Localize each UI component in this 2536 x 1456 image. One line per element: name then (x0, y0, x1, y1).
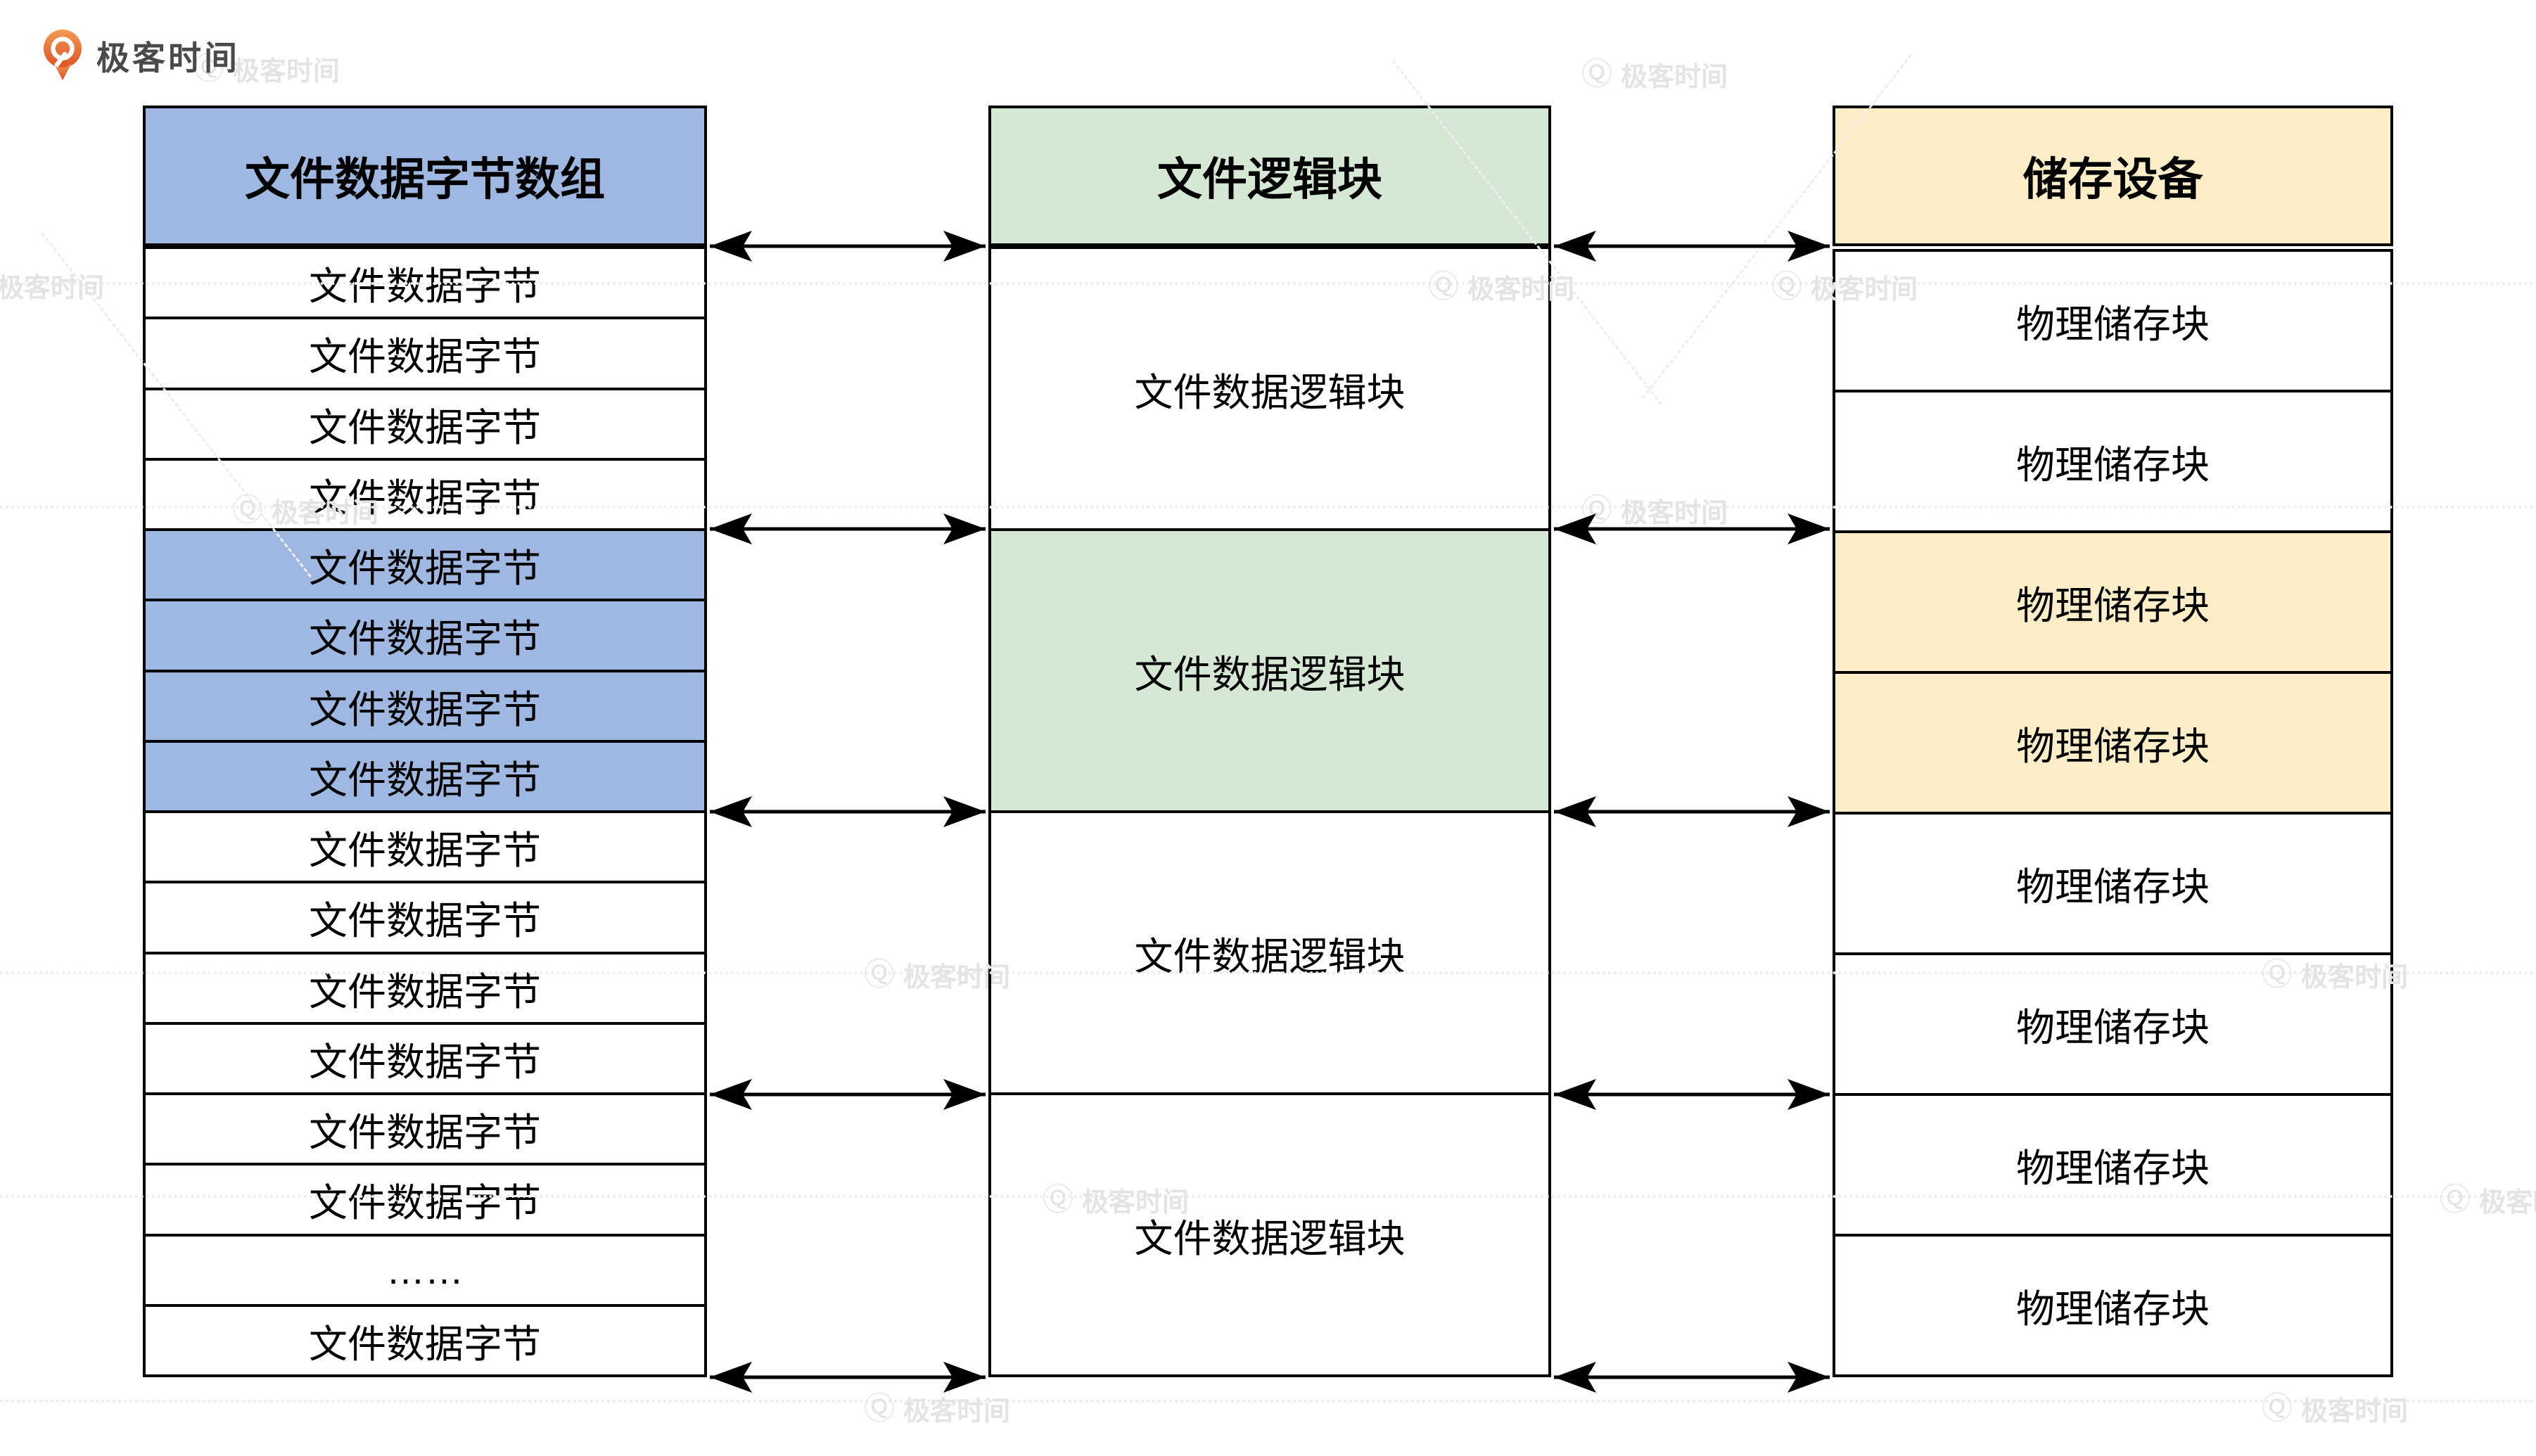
byte-row: 文件数据字节 (146, 951, 704, 1022)
byte-row: 文件数据字节 (146, 1163, 704, 1234)
storage-column-body: 物理储存块 物理储存块 物理储存块 物理储存块 物理储存块 物理储存块 物理储存… (1833, 249, 2393, 1377)
byte-array-column-header: 文件数据字节数组 (143, 106, 707, 246)
storage-column-header: 储存设备 (1833, 106, 2393, 246)
byte-row: 文件数据字节 (146, 317, 704, 388)
byte-row-ellipsis: …… (146, 1233, 704, 1304)
watermark-logo-icon: Ⓠ (1581, 492, 1612, 528)
watermark-logo-icon: Ⓠ (1771, 269, 1802, 304)
logical-block-column-body: 文件数据逻辑块 文件数据逻辑块 文件数据逻辑块 文件数据逻辑块 (988, 246, 1551, 1377)
byte-array-column-body: 文件数据字节 文件数据字节 文件数据字节 文件数据字节 文件数据字节 文件数据字… (143, 246, 707, 1377)
mapping-arrow-bytes-to-logical (710, 231, 986, 1393)
geektime-pin-icon (44, 30, 82, 80)
byte-row-highlighted: 文件数据字节 (146, 669, 704, 740)
byte-row: 文件数据字节 (146, 1021, 704, 1092)
geektime-logo: 极客时间 (40, 28, 240, 82)
physical-block: 物理储存块 (1835, 1093, 2390, 1234)
mapping-arrow-logical-to-storage (1554, 231, 1830, 1393)
watermark-logo-icon: Ⓠ (864, 957, 895, 992)
logo-text: 极客时间 (96, 39, 240, 77)
byte-row: 文件数据字节 (146, 1092, 704, 1163)
watermark-text: 极客时间 (1621, 63, 1728, 92)
physical-block: 物理储存块 (1835, 952, 2390, 1093)
watermark: Ⓠ 极客时间 (2440, 1180, 2536, 1219)
watermark-logo-icon: Ⓠ (2440, 1182, 2471, 1217)
watermark-dotted-line (0, 1400, 2536, 1403)
byte-row-highlighted: 文件数据字节 (146, 599, 704, 670)
physical-block-highlighted: 物理储存块 (1835, 671, 2390, 812)
watermark-logo-icon: Ⓠ (2262, 1391, 2293, 1426)
byte-row: 文件数据字节 (146, 1303, 704, 1374)
watermark-logo-icon: Ⓠ (1581, 56, 1612, 91)
physical-block: 物理储存块 (1835, 812, 2390, 952)
watermark: Ⓠ 极客时间 (2262, 1389, 2408, 1428)
logical-block-column-header: 文件逻辑块 (988, 106, 1551, 246)
watermark-logo-icon: Ⓠ (864, 1391, 895, 1426)
watermark-text: 极客时间 (2479, 1188, 2536, 1218)
watermark: Ⓠ 极客时间 (1581, 491, 1728, 530)
watermark: Ⓠ 极客时间 (1581, 55, 1728, 94)
watermark-text: 极客时间 (903, 1397, 1011, 1426)
logical-block-highlighted: 文件数据逻辑块 (991, 528, 1548, 810)
physical-block: 物理储存块 (1835, 390, 2390, 530)
watermark-text: 极客时间 (0, 274, 105, 303)
watermark-text: 极客时间 (1621, 499, 1728, 528)
byte-row: 文件数据字节 (146, 457, 704, 528)
watermark-text: 极客时间 (2301, 1397, 2409, 1426)
byte-row: 文件数据字节 (146, 387, 704, 458)
logical-block: 文件数据逻辑块 (991, 1092, 1548, 1374)
watermark-text: 极客时间 (233, 57, 340, 87)
byte-row-highlighted: 文件数据字节 (146, 528, 704, 599)
physical-block: 物理储存块 (1835, 1234, 2390, 1374)
watermark: Ⓠ 极客时间 (864, 1389, 1010, 1428)
byte-row: 文件数据字节 (146, 881, 704, 952)
byte-row: 文件数据字节 (146, 249, 704, 317)
byte-row-highlighted: 文件数据字节 (146, 739, 704, 810)
logical-block: 文件数据逻辑块 (991, 249, 1548, 528)
physical-block-highlighted: 物理储存块 (1835, 530, 2390, 671)
byte-row: 文件数据字节 (146, 810, 704, 881)
physical-block: 物理储存块 (1835, 252, 2390, 390)
logical-block: 文件数据逻辑块 (991, 810, 1548, 1092)
